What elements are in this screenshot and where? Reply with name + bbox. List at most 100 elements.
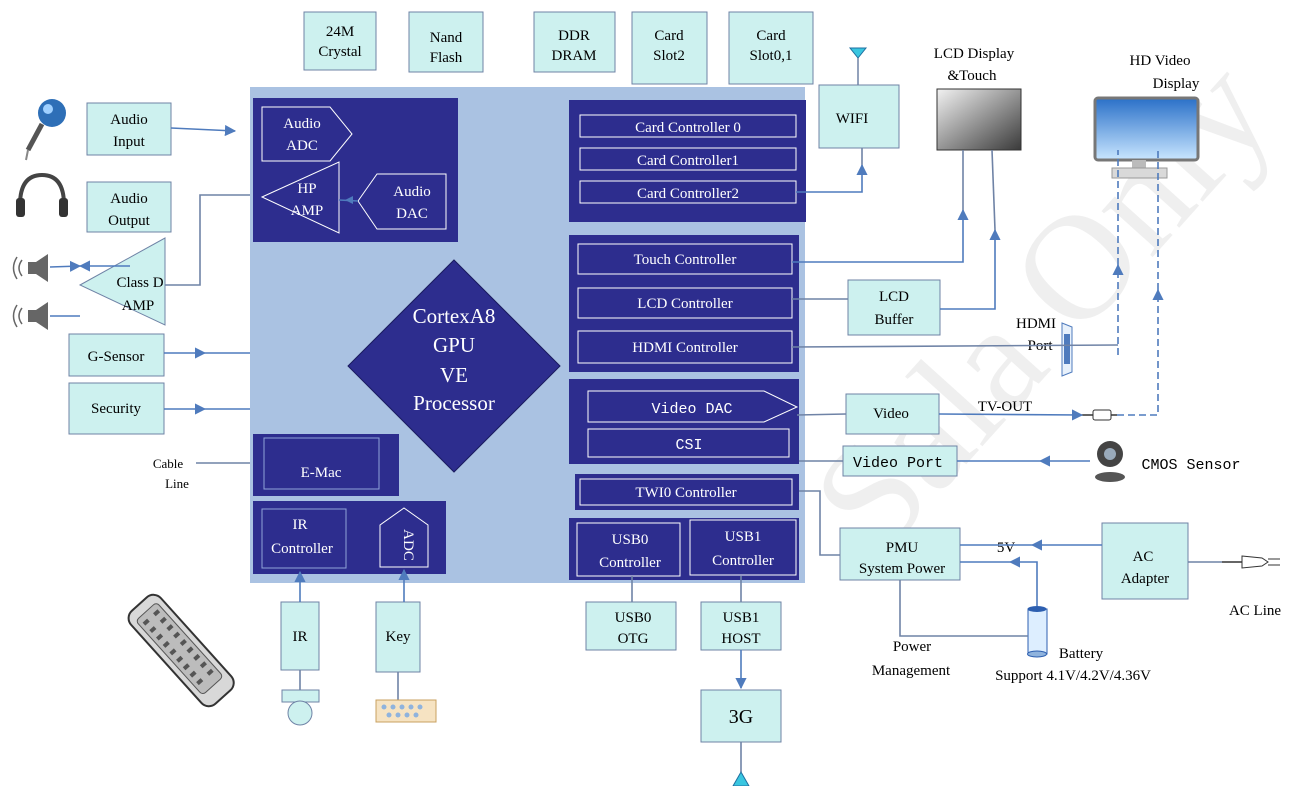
ir-controller[interactable]: IR Controller	[261, 508, 347, 569]
twi0-controller[interactable]	[579, 478, 793, 506]
wifi-box[interactable]: WIFI	[818, 84, 900, 149]
hdmi-port-label-1: HDMI	[1016, 316, 1056, 332]
antenna-icon-3g	[732, 770, 750, 786]
hd-video-label-1: HD Video	[1130, 53, 1191, 69]
audio-adc[interactable]: Audio ADC	[261, 106, 353, 162]
audio-input-label-1: Audio	[110, 112, 148, 128]
ir-adc-block: IR Controller ADC	[253, 501, 446, 574]
audio-dac[interactable]: Audio DAC	[357, 173, 447, 230]
card-controller-1-label: Card Controller1	[637, 153, 739, 169]
power-mgmt-label-2: Management	[872, 663, 951, 679]
card-controller-1[interactable]	[579, 147, 797, 171]
adc-label: ADC	[400, 529, 416, 561]
nand-flash-box[interactable]: Nand Flash	[408, 11, 484, 73]
ddr-label-2: DRAM	[551, 48, 596, 64]
speaker-icon-1	[12, 254, 48, 282]
nand-label-2: Flash	[430, 50, 463, 66]
hd-video-display-icon[interactable]: HD Video Display	[1093, 53, 1200, 179]
card-slot01-box[interactable]: Card Slot0,1	[728, 11, 814, 85]
class-d-amp[interactable]: Class D AMP	[78, 237, 166, 326]
usb0-otg-box[interactable]: USB0 OTG	[585, 601, 677, 651]
ddr-label-1: DDR	[558, 28, 590, 44]
video-dac[interactable]: Video DAC	[587, 390, 799, 423]
ir-label: IR	[293, 629, 308, 645]
lcd-display-label-2: &Touch	[948, 68, 997, 84]
core-label-ve: VE	[440, 363, 468, 387]
usb1-host-box[interactable]: USB1 HOST	[700, 601, 782, 651]
slot2-label-2: Slot2	[653, 48, 685, 64]
right-connectors	[791, 148, 1222, 637]
pmu-label-1: PMU	[886, 540, 919, 556]
twi0-block: TWI0 Controller	[575, 474, 799, 510]
keypad-icon	[375, 699, 437, 723]
core-label-processor: Processor	[413, 391, 495, 415]
usb1-controller-label-2: Controller	[712, 553, 774, 569]
emac-block[interactable]: E-Mac	[253, 434, 399, 496]
lcd-display-icon[interactable]: LCD Display &Touch	[934, 46, 1022, 151]
ir-receiver-icon	[281, 689, 320, 726]
ir-controller-label-1: IR	[293, 517, 308, 533]
video-port-label: Video Port	[853, 455, 943, 472]
crystal-label-2: Crystal	[318, 44, 361, 60]
video-port-box[interactable]: Video Port	[842, 445, 958, 477]
pmu-box[interactable]: PMU System Power	[839, 527, 961, 581]
card-slot2-box[interactable]: Card Slot2	[631, 11, 708, 85]
audio-output-box[interactable]: Audio Output	[86, 181, 172, 233]
antenna-icon-wifi	[848, 47, 868, 85]
audio-block: Audio ADC HP AMP Audio DAC	[253, 98, 458, 242]
power-plug-icon	[1222, 555, 1280, 569]
audio-input-box[interactable]: Audio Input	[86, 102, 172, 156]
g-sensor-box[interactable]: G-Sensor	[68, 333, 165, 377]
hp-amp-label-2: AMP	[291, 203, 324, 219]
battery-icon[interactable]	[1027, 606, 1048, 658]
touch-controller[interactable]	[577, 243, 793, 275]
nand-label-1: Nand	[430, 30, 463, 46]
display-controller-block: Touch Controller LCD Controller HDMI Con…	[569, 235, 799, 372]
usb1-controller-label-1: USB1	[725, 529, 762, 545]
hdmi-controller-label: HDMI Controller	[632, 340, 737, 356]
card-controller-0-label: Card Controller 0	[635, 120, 741, 136]
audio-adc-label-2: ADC	[286, 138, 318, 154]
adc-block[interactable]: ADC	[379, 507, 429, 568]
bottom-connectors	[294, 568, 747, 772]
power-mgmt-label-1: Power	[893, 639, 931, 655]
ir-controller-label-2: Controller	[271, 541, 333, 557]
remote-control-icon	[127, 593, 235, 708]
crystal-box[interactable]: 24M Crystal	[303, 11, 377, 71]
top-boxes: 24M Crystal Nand Flash DDR DRAM Card Slo…	[303, 11, 814, 85]
card-controller-block: Card Controller 0 Card Controller1 Card …	[569, 100, 806, 222]
video-box[interactable]: Video	[845, 393, 940, 435]
ac-adapter-label-2: Adapter	[1121, 571, 1169, 587]
usb1-host-label-1: USB1	[723, 610, 760, 626]
slot2-label-1: Card	[654, 28, 684, 44]
card-controller-0[interactable]	[579, 114, 797, 138]
crystal-label-1: 24M	[326, 24, 354, 40]
audio-input-label-2: Input	[113, 134, 145, 150]
audio-dac-label-2: DAC	[396, 206, 428, 222]
battery-label-2: Support 4.1V/4.2V/4.36V	[995, 668, 1151, 684]
ddr-dram-box[interactable]: DDR DRAM	[533, 11, 616, 73]
ac-adapter-box[interactable]: AC Adapter	[1101, 522, 1189, 600]
cable-line-label: Cable Line	[153, 456, 189, 491]
ir-box[interactable]: IR	[280, 601, 320, 671]
usb0-controller[interactable]: USB0 Controller	[576, 522, 681, 577]
tv-out-label: TV-OUT	[978, 399, 1032, 415]
three-g-box[interactable]: 3G	[700, 689, 782, 743]
key-label: Key	[386, 629, 411, 645]
lcd-buffer-label-2: Buffer	[875, 312, 914, 328]
security-label: Security	[91, 401, 141, 417]
security-box[interactable]: Security	[68, 382, 165, 435]
csi[interactable]: CSI	[587, 428, 790, 458]
core-processor[interactable]: CortexA8 GPU VE Processor	[347, 259, 561, 473]
video-block: Video DAC CSI	[569, 379, 799, 464]
touch-controller-label: Touch Controller	[634, 252, 737, 268]
usb1-controller[interactable]: USB1 Controller	[689, 519, 797, 576]
audio-output-label-1: Audio	[110, 191, 148, 207]
hp-amp[interactable]: HP AMP	[260, 161, 340, 234]
lcd-buffer-box[interactable]: LCD Buffer	[847, 279, 941, 336]
left-connectors	[49, 124, 250, 464]
key-box[interactable]: Key	[375, 601, 421, 673]
usb-block: USB0 Controller USB1 Controller	[569, 518, 799, 580]
lcd-controller[interactable]	[577, 287, 793, 319]
core-label-gpu: GPU	[433, 333, 475, 357]
